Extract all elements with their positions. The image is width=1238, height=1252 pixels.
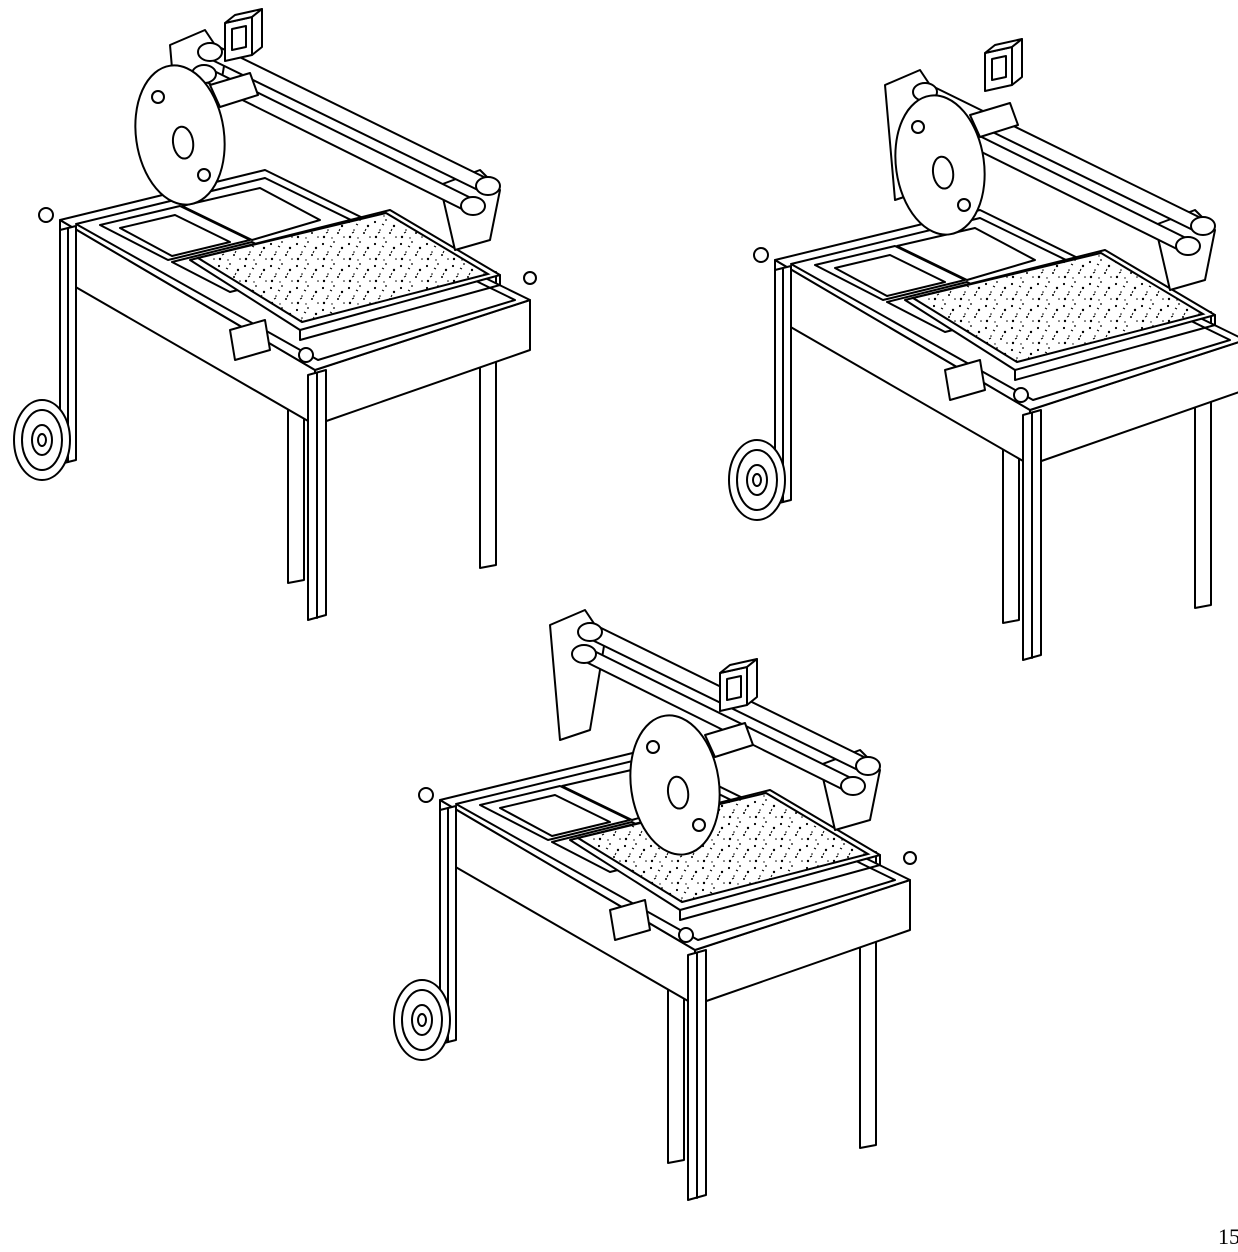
figure-carriage-front [393, 609, 917, 1201]
page-number: 15 [1218, 1224, 1238, 1249]
figure-carriage-middle [728, 38, 1238, 661]
figure-carriage-rear [13, 8, 537, 621]
